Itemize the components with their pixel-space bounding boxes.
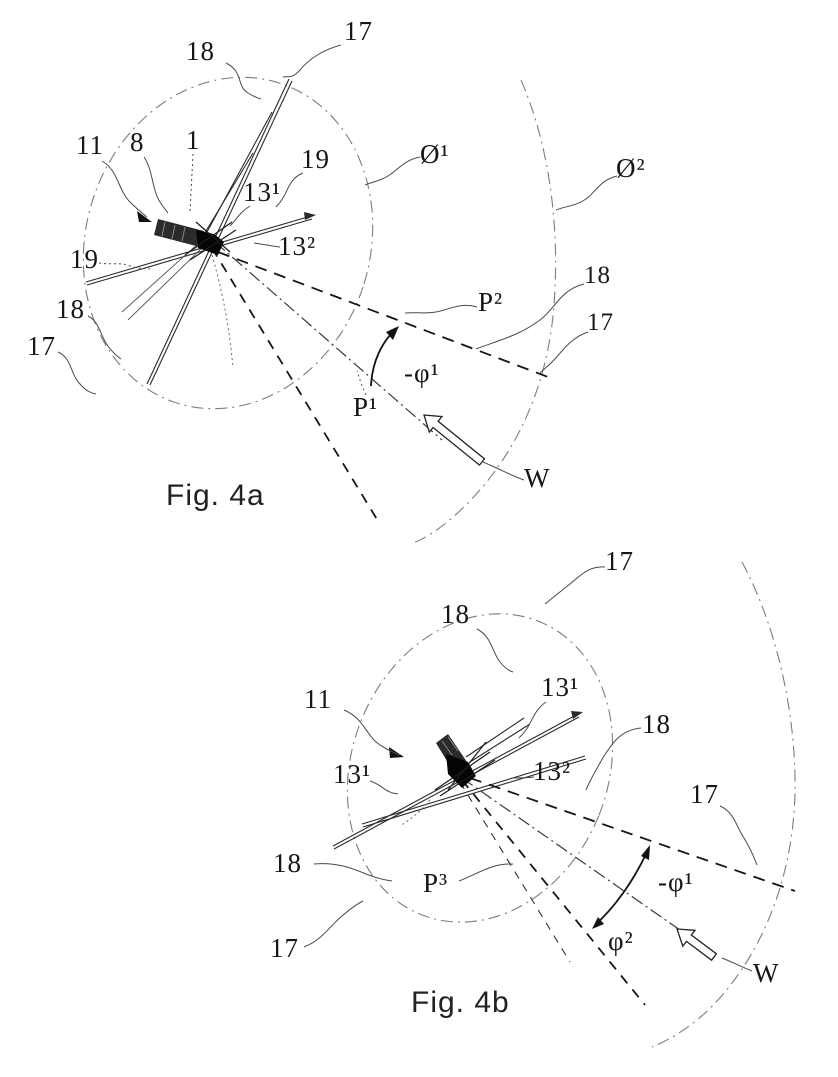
leader-18-top-b [476,628,514,673]
label-p2: P² [478,287,504,317]
label-w-b: W [753,958,780,988]
leader-18-left [87,315,122,360]
leader-11 [101,160,148,218]
handpiece-body [154,219,204,247]
leader-13-2 [253,242,281,248]
label-11b-arrowhead [389,747,404,758]
trajectory-dashed-b-steepest [459,781,571,963]
leader-w [482,461,525,481]
angle-arrow-phi1-head [386,326,399,340]
angle-arrow-phi2 [594,851,648,926]
label-13-1-topright: 13¹ [541,672,580,702]
leader-17-left [57,351,97,395]
label-13-2: 13² [278,231,317,261]
angle-arrow-phi2-head-bottom [592,917,604,929]
label-17-left: 17 [27,331,56,361]
label-17-top: 17 [344,16,373,46]
leader-18-top [225,62,262,100]
label-p3: P³ [423,868,449,898]
label-17-top-b: 17 [605,546,634,576]
leader-17-top-b [544,566,606,605]
leader-17-top [282,44,342,78]
leader-18-right-b [585,727,642,791]
label-1: 1 [186,125,201,155]
label-11-b: 11 [304,684,332,714]
label-17-right-b: 17 [690,779,719,809]
label-13-2-b: 13² [533,756,572,786]
handpiece-cluster [154,219,237,261]
leader-11-b [343,709,401,756]
shaft-tip-arrow-b [571,711,583,719]
label-17-bottomleft: 17 [270,933,299,963]
figure-4b-leaders [303,566,758,972]
shaft-tip-arrow [304,212,316,220]
leader-13-1 [229,205,251,227]
leader-17-bl [303,900,364,948]
w-load-arrow-b [676,928,718,962]
instrument-shaft-13-2 [85,215,313,286]
label-19-right: 19 [301,144,330,174]
label-phi-neg-1: -φ¹ [404,358,440,388]
bur-head-b [446,754,476,788]
leader-18-bl [313,863,393,882]
figure-4a-drawing [57,44,618,545]
label-18-top-b: 18 [441,599,470,629]
label-18-top: 18 [186,36,215,66]
trajectory-dashed-b-shallow [469,777,796,892]
leader-p2 [404,304,478,314]
label-phi-2: φ² [608,926,634,956]
label-8: 8 [130,127,145,157]
figure-4a-caption: Fig. 4a [166,479,265,512]
axis-dashdot-w [214,241,443,441]
circle-outer-b [651,561,796,1048]
label-diameter-2: Ø² [616,153,646,183]
axis-dashdot-w-b [461,777,701,945]
instrument-shaft-b2 [361,717,587,828]
handpiece-cluster-b [399,734,496,827]
leader-13-2-b [512,776,535,779]
bur-head [196,230,224,255]
figure-4a-leaders [57,44,618,481]
leader-diam1 [364,156,421,186]
leader-1 [189,153,194,213]
trajectory-dashed-b-steep [461,779,646,1006]
tool-trace-dotted [211,254,234,369]
figure-4b-drawing [303,561,796,1048]
leader-w-b [721,957,753,972]
leader-19-right [275,172,304,208]
label-phi-neg-1-b: -φ¹ [658,867,694,897]
label-17-right: 17 [587,309,614,336]
circle-inner-b [346,613,614,923]
circle-diameter-1 [82,76,374,410]
angle-arrow-phi2-head-top [641,845,650,860]
leader-13-1-tr [518,701,547,739]
label-diameter-1: Ø¹ [420,139,450,169]
leader-19-left [98,262,151,270]
label-p1: P¹ [353,392,379,422]
leader-diam2 [555,175,618,211]
label-11: 11 [76,130,104,160]
leader-13-1-left [369,780,399,795]
angle-arrow-phi1 [370,329,396,387]
leader-8 [143,156,169,214]
label-18-left: 18 [56,294,85,324]
label-13-1-left: 13¹ [333,759,372,789]
label-18-right: 18 [584,262,611,289]
leader-17-right-b [719,805,758,866]
figure-4b-caption: Fig. 4b [411,986,510,1019]
leader-p3 [458,863,514,882]
label-13-1: 13¹ [243,177,282,207]
label-19-left: 19 [70,244,99,274]
w-load-arrow [423,414,486,467]
label-18-right-b: 18 [642,709,671,739]
label-11-arrowhead [137,211,152,222]
leader-17-right [539,331,589,374]
label-w: W [524,463,551,493]
leader-18-right [475,283,585,350]
circle-diameter-2 [410,79,557,545]
label-18-bottomleft: 18 [273,848,302,878]
